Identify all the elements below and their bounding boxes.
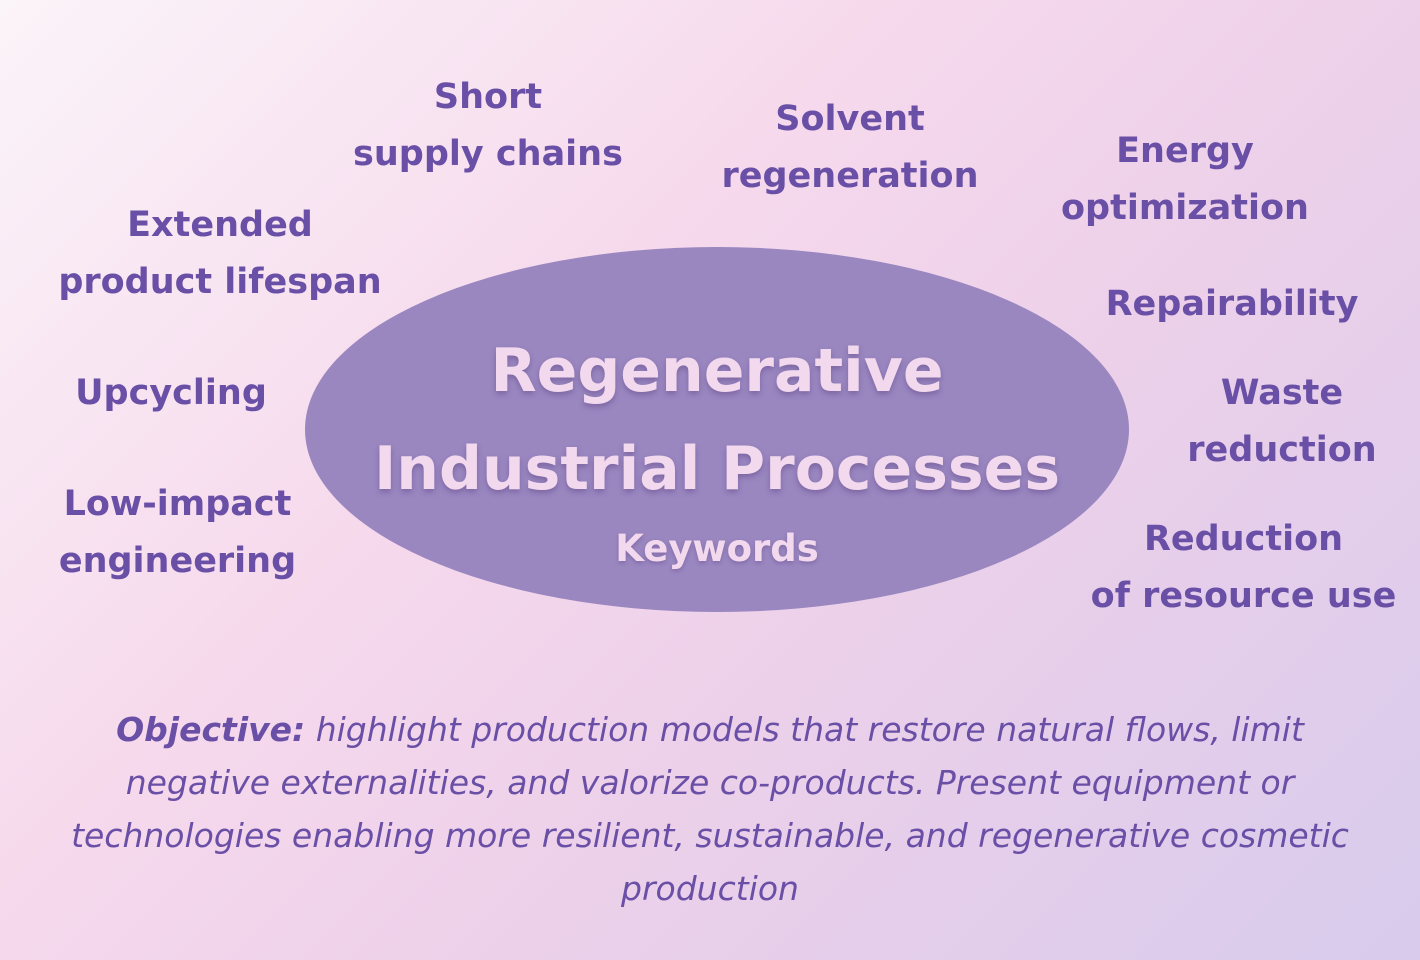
keyword-line: Low-impact [63,484,292,524]
keyword-short-supply-chains: Short supply chains [338,69,638,183]
keyword-line: Solvent [775,99,925,139]
keyword-line: regeneration [721,156,979,196]
center-subtitle: Keywords [615,527,819,570]
center-title-line-2: Industrial Processes [373,434,1061,504]
keyword-low-impact-engineering: Low-impact engineering [35,476,320,590]
keyword-upcycling: Upcycling [40,365,302,422]
center-title-line-1: Regenerative [490,336,944,406]
keyword-line: Short [433,77,543,117]
objective-paragraph: Objective: highlight production models t… [60,703,1360,915]
keyword-line: engineering [58,541,297,581]
keyword-line: Reduction [1143,519,1344,559]
keyword-line: Extended [127,205,313,245]
keyword-line: reduction [1187,430,1377,470]
objective-label: Objective: [116,710,306,749]
keyword-line: product lifespan [58,262,382,302]
center-ellipse [305,247,1129,612]
objective-text: highlight production models that restore… [71,710,1349,908]
keyword-line: Waste [1220,373,1344,413]
keyword-line: Repairability [1105,284,1359,324]
keyword-line: optimization [1061,188,1309,228]
keyword-energy-optimization: Energy optimization [1035,123,1335,237]
keyword-repairability: Repairability [1082,276,1382,333]
keyword-line: of resource use [1090,576,1397,616]
keyword-waste-reduction: Waste reduction [1147,365,1417,479]
keyword-line: supply chains [353,134,623,174]
keyword-solvent-regeneration: Solvent regeneration [700,91,1000,205]
keyword-line: Upcycling [75,373,267,413]
keyword-line: Energy [1116,131,1254,171]
keyword-extended-product-lifespan: Extended product lifespan [30,197,410,311]
keyword-reduction-of-resource-use: Reduction of resource use [1077,511,1410,625]
